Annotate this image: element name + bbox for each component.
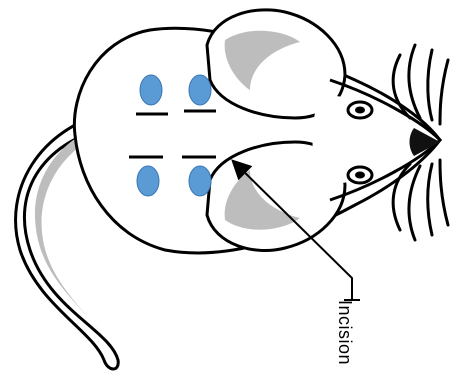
injection-site-dot [137,166,159,196]
eye-bottom [348,167,372,183]
injection-site-dot [189,75,211,105]
incision-label: Incision [334,300,355,365]
eye-top [348,102,372,118]
injection-site-dot [189,166,211,196]
injection-site-dot [140,75,162,105]
